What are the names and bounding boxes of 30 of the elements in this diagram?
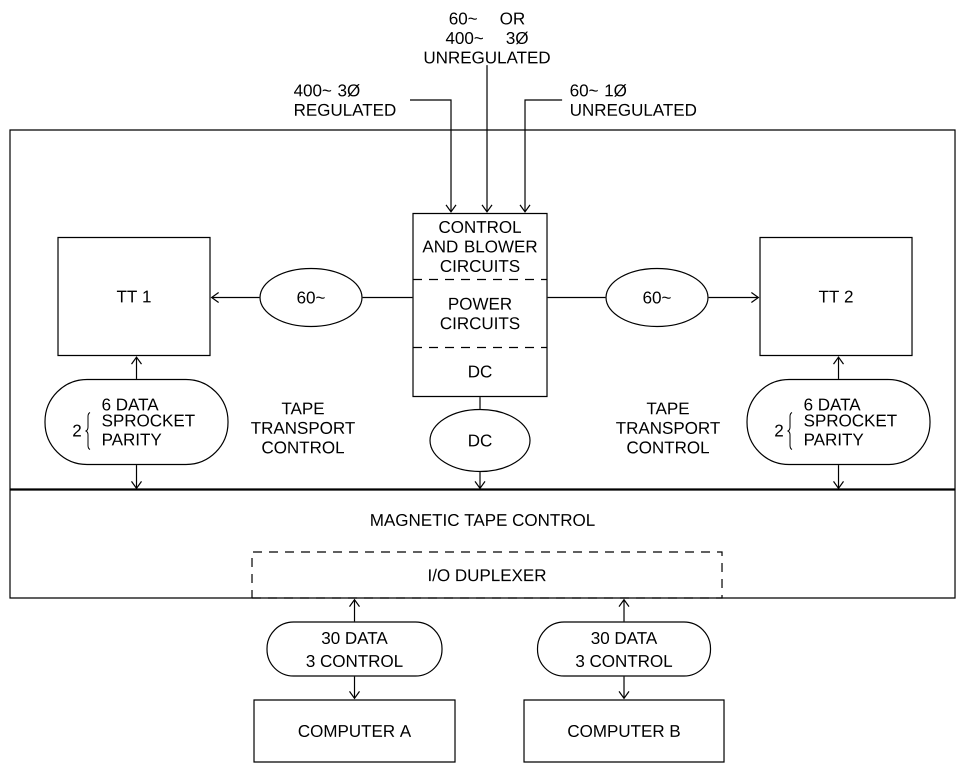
arrow	[474, 472, 486, 490]
power-input-label: 60~ OR 400~ 3Ø UNREGULATED	[424, 12, 550, 64]
signal-pill: 30 DATA 3 CONTROL	[266, 621, 443, 677]
signal-pill: 30 DATA 3 CONTROL	[536, 621, 712, 677]
computer-box: COMPUTER A	[253, 699, 456, 763]
power-input-label: 400~ 3Ø REGULATED	[294, 84, 396, 116]
section-box	[9, 129, 956, 490]
arrow	[708, 292, 760, 303]
signal-pill: 6 DATA 2 SPROCKET PARITY	[44, 378, 229, 466]
arrow	[349, 598, 360, 622]
arrow	[131, 465, 142, 490]
region-label: TAPE TRANSPORT CONTROL	[251, 402, 355, 454]
circuit-box: CONTROL AND BLOWER CIRCUITS POWER CIRCUITS DC	[412, 212, 548, 398]
arrow	[482, 65, 492, 213]
signal-pill: 6 DATA 2 SPROCKET PARITY	[746, 378, 931, 466]
arrow	[833, 356, 844, 379]
arrow	[349, 676, 360, 700]
arrow	[618, 598, 630, 622]
transport-box: TT 1	[57, 236, 211, 356]
arrow	[833, 465, 844, 490]
region-label: TAPE TRANSPORT CONTROL	[616, 402, 720, 454]
power-input-label: 60~ 1Ø UNREGULATED	[570, 84, 696, 116]
arrow	[131, 356, 142, 379]
duplexer-box: I/O DUPLEXER	[251, 551, 723, 599]
computer-box: COMPUTER B	[523, 699, 725, 763]
transport-box: TT 2	[759, 236, 913, 356]
arrow	[210, 292, 260, 303]
arrow	[618, 676, 630, 700]
arrow	[520, 99, 562, 213]
arrow	[410, 99, 456, 213]
